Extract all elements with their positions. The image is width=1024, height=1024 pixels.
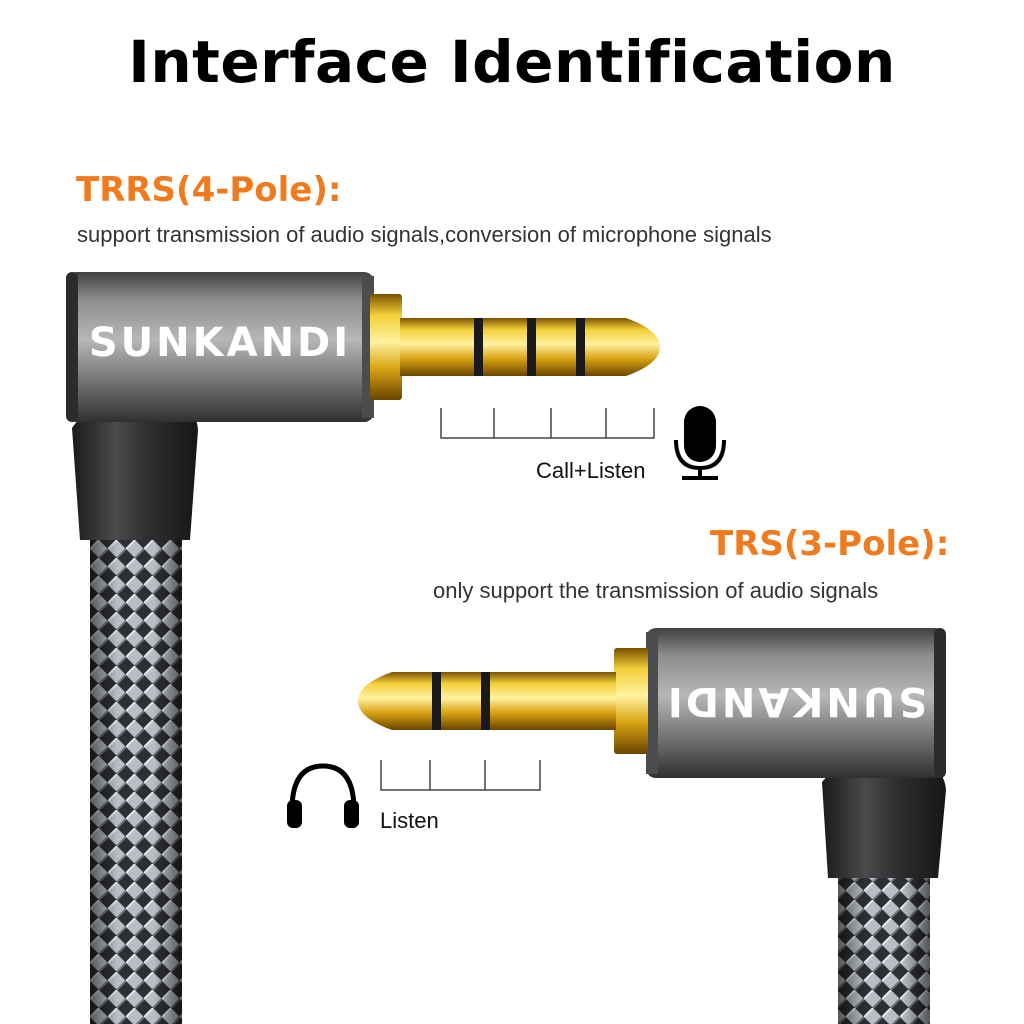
- trs-connector: [358, 628, 946, 1024]
- trrs-segment-bracket: [440, 408, 655, 439]
- trrs-description: support transmission of audio signals,co…: [77, 222, 772, 247]
- page-title: Interface Identification: [128, 28, 896, 96]
- trs-description: only support the transmission of audio s…: [433, 578, 879, 603]
- trs-brand-text: SUNKANDI: [665, 678, 927, 724]
- microphone-icon: [674, 406, 726, 480]
- trs-segment-bracket: [380, 760, 541, 791]
- trs-label: Listen: [380, 808, 439, 833]
- trrs-connector: [66, 272, 660, 1024]
- headphones-icon: [287, 763, 359, 828]
- trrs-brand-text: SUNKANDI: [89, 320, 351, 366]
- trs-heading: TRS(3-Pole):: [710, 524, 950, 564]
- trrs-label: Call+Listen: [536, 458, 646, 483]
- trrs-heading: TRRS(4-Pole):: [76, 170, 342, 210]
